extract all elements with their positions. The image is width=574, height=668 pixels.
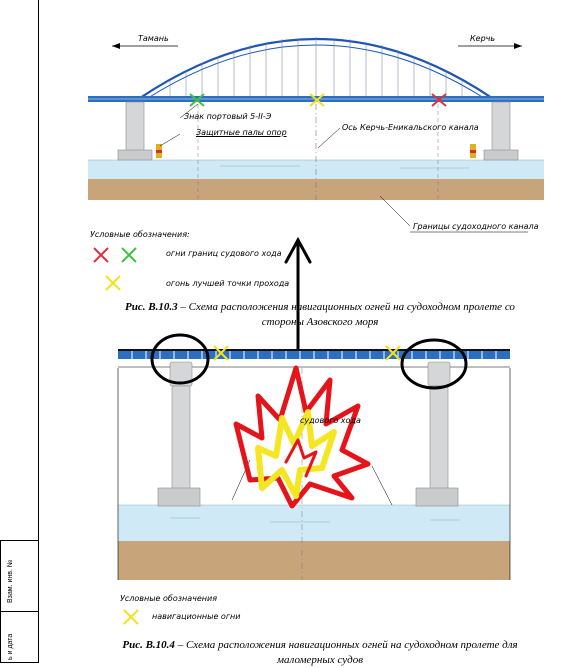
caption-2-line1: Схема расположения навигационных огней н… <box>185 639 518 651</box>
fig1-hangers <box>169 37 463 98</box>
fig2-circle-right <box>400 338 468 390</box>
nav-light-icon <box>385 345 401 361</box>
fig1-pier-right <box>491 101 511 153</box>
up-arrow-icon <box>284 236 312 354</box>
fig2-soil <box>118 540 510 580</box>
arrow-left-icon <box>112 43 178 49</box>
fig2-pier-left <box>171 385 191 491</box>
nav-light-icon <box>189 93 205 107</box>
fig1-pier-left <box>125 101 145 153</box>
legend-1-item-boundary: огни границ судового хода <box>166 249 282 258</box>
legend-2-title: Условные обозначения <box>120 594 218 603</box>
fig1-soil <box>88 178 544 200</box>
nav-light-icon <box>121 247 137 263</box>
channel-label: Границы судоходного канала <box>413 222 539 231</box>
nav-light-icon <box>93 247 109 263</box>
axis-label: Ось Керчь-Еникальского канала <box>342 123 479 132</box>
sign-label: Знак портовый 5-II-Э <box>184 112 272 121</box>
city-left-label: Тамань <box>138 34 169 43</box>
caption-1-dash: – <box>180 301 186 313</box>
caption-2-line2: маломерных судов <box>277 654 363 666</box>
fig2-circle-left <box>150 333 210 385</box>
fire-scribble-icon <box>233 365 371 509</box>
legend-1-item-best: огонь лучшей точки прохода <box>166 279 290 288</box>
caption-1-line1: Схема расположения навигационных огней н… <box>188 301 515 313</box>
fig2-pier-right <box>429 385 449 491</box>
caption-1: Рис. В.10.3 – Схема расположения навигац… <box>60 300 574 330</box>
fig2-water <box>118 505 510 541</box>
nav-light-icon <box>105 275 121 291</box>
piles-label: Защитные палы опор <box>196 128 287 137</box>
legend-2-item-lights: навигационные огни <box>152 612 241 621</box>
nav-light-icon <box>123 609 139 625</box>
route-label: судового хода <box>300 416 361 425</box>
caption-1-line2: стороны Азовского моря <box>261 316 379 328</box>
nav-light-icon <box>431 93 447 107</box>
caption-2-dash: – <box>177 639 184 651</box>
nav-light-icon <box>213 345 229 361</box>
fig2-deck-joints <box>131 351 497 359</box>
city-right-label: Керчь <box>470 34 496 43</box>
page-frame-line <box>38 0 39 661</box>
arrow-right-icon <box>458 43 522 49</box>
caption-2: Рис. В.10.4 – Схема расположения навигац… <box>60 638 574 668</box>
caption-1-number: Рис. В.10.3 <box>125 301 178 313</box>
legend-1-title: Условные обозначения: <box>90 230 190 239</box>
caption-2-number: Рис. В.10.4 <box>122 639 175 651</box>
nav-light-icon <box>309 93 325 107</box>
